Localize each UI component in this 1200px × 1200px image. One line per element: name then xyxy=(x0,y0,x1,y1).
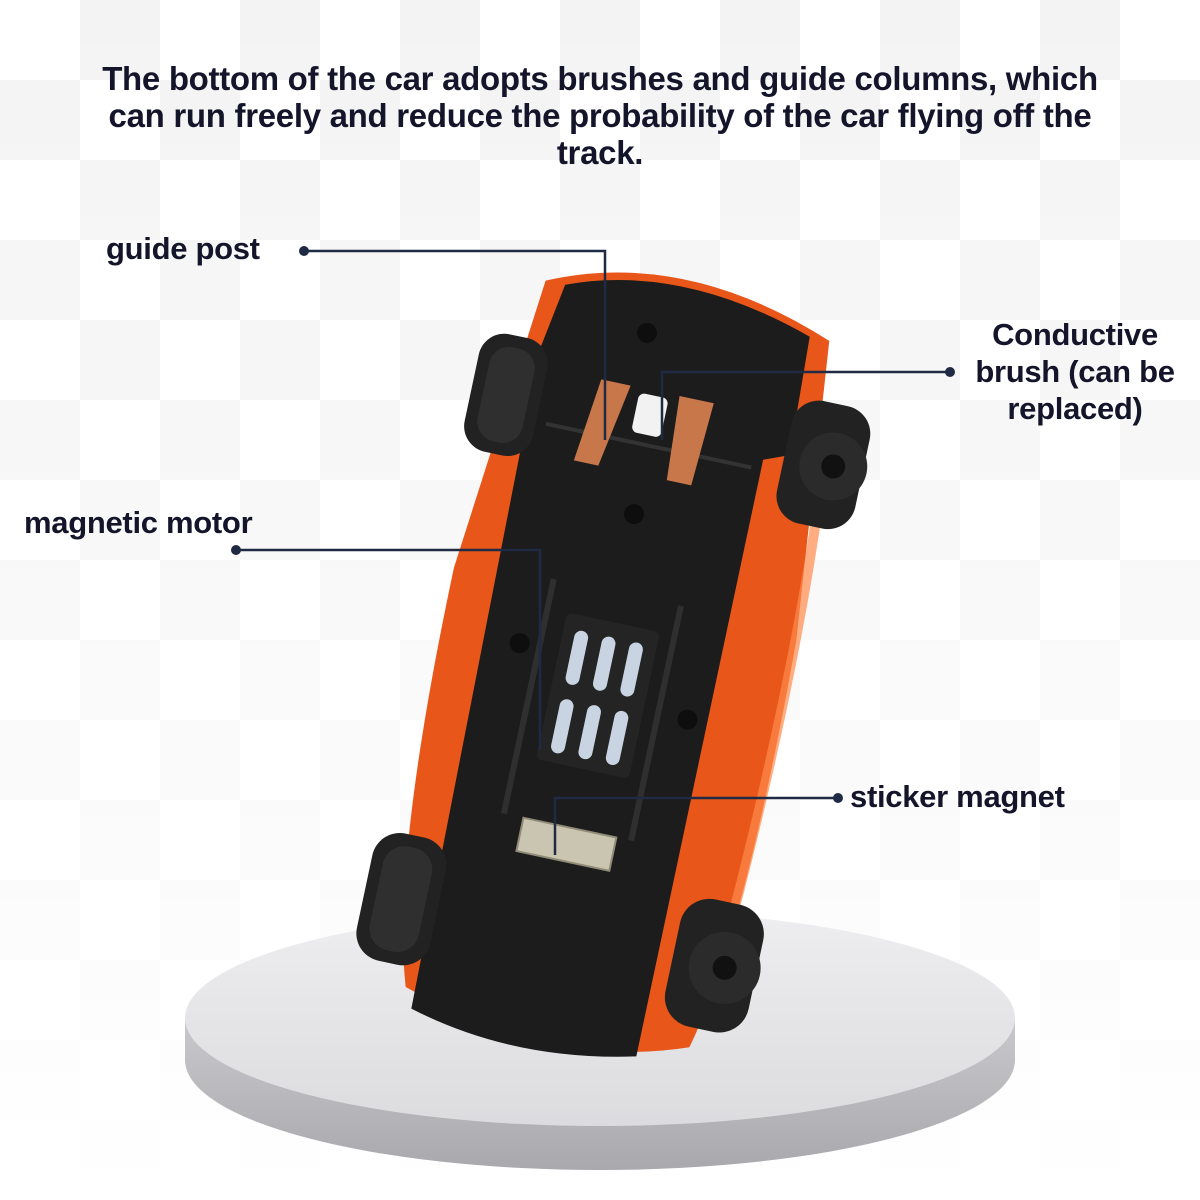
label-guide-post: guide post xyxy=(106,231,260,266)
label-magnetic-motor: magnetic motor xyxy=(24,505,253,540)
headline: The bottom of the car adopts brushes and… xyxy=(102,60,1098,171)
label-conductive-brush: Conductive brush (can be replaced) xyxy=(975,317,1175,426)
guide-post xyxy=(632,393,668,437)
rear-left-wheel xyxy=(356,832,447,966)
rear-right-wheel xyxy=(664,898,764,1033)
magnetic-motor xyxy=(537,613,659,778)
label-sticker-magnet: sticker magnet xyxy=(850,779,1065,814)
